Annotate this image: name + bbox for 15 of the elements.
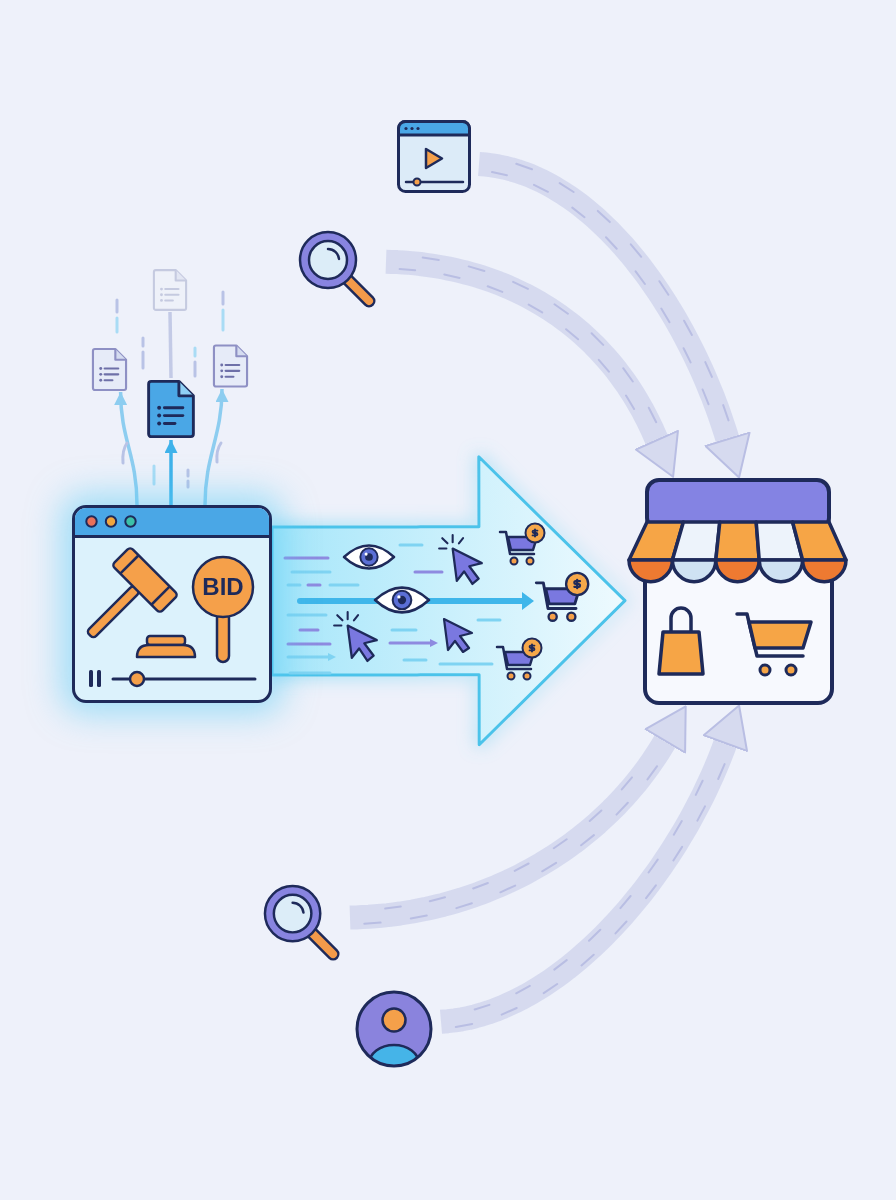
arrow: [203, 388, 229, 506]
arrow: [114, 391, 139, 506]
browser-window: [72, 505, 272, 703]
connector-line: [168, 312, 173, 378]
document-icon: [152, 268, 188, 312]
document-icon: [146, 378, 196, 440]
paddle-label: BID: [202, 575, 244, 599]
storefront-illustration: [625, 478, 850, 705]
arrow: [164, 440, 178, 505]
search-icon: [296, 228, 378, 310]
search-icon: [261, 882, 342, 963]
video-player-icon: [397, 120, 471, 193]
document-icon: [91, 347, 128, 392]
user-avatar-icon: [355, 990, 433, 1068]
document-icon: [212, 343, 249, 389]
